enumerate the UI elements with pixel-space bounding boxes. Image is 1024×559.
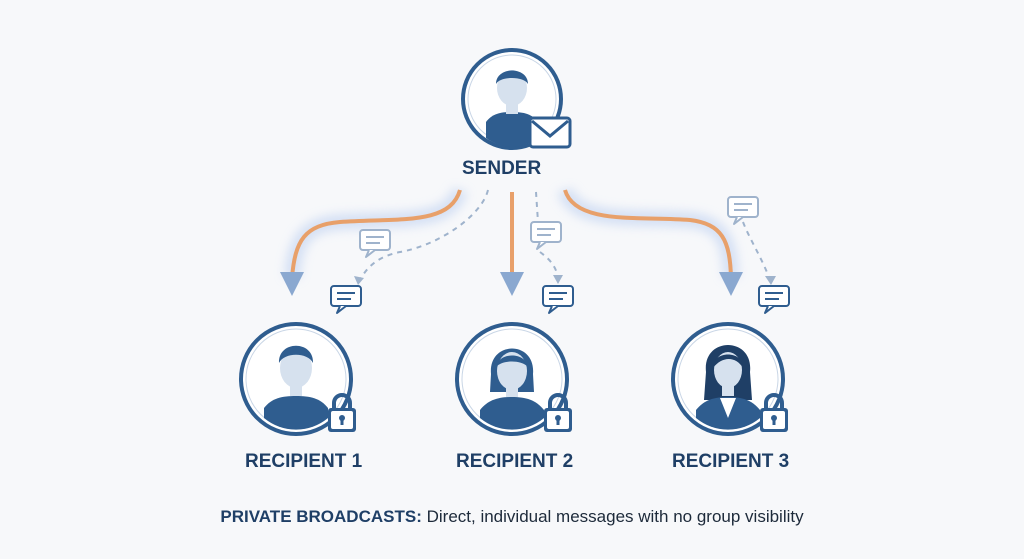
envelope-icon (528, 116, 572, 149)
recipient-1-avatar (239, 322, 358, 436)
caption: PRIVATE BROADCASTS: Direct, individual m… (0, 507, 1024, 527)
user-avatar-icon (480, 397, 544, 430)
chat-bubble-icon (330, 285, 362, 314)
chat-bubble-icon (758, 285, 790, 314)
arrow-down-icon (500, 272, 524, 296)
arrow-to-recipient-2 (500, 192, 524, 296)
sender-avatar (461, 48, 572, 150)
recipient-3-avatar (671, 322, 790, 436)
chat-bubble-icon (359, 229, 391, 258)
recipient-1-label: RECIPIENT 1 (245, 451, 363, 472)
caption-text: Direct, individual messages with no grou… (426, 507, 804, 526)
arrow-to-recipient-3 (557, 186, 743, 296)
user-avatar-icon (264, 396, 328, 430)
arrow-to-recipient-1 (280, 187, 468, 296)
chat-bubble-icon (530, 221, 562, 250)
recipient-2-avatar (455, 322, 574, 436)
user-avatar-icon (486, 112, 538, 147)
dashed-paths (359, 189, 771, 281)
chat-bubble-icon (542, 285, 574, 314)
arrow-down-icon (719, 272, 743, 296)
recipient-3-label: RECIPIENT 3 (672, 451, 790, 472)
sender-label: SENDER (462, 158, 542, 179)
chat-bubble-icon (727, 196, 759, 225)
arrow-down-icon (280, 272, 304, 296)
recipient-2-label: RECIPIENT 2 (456, 451, 574, 472)
caption-title: PRIVATE BROADCASTS: (220, 507, 422, 526)
